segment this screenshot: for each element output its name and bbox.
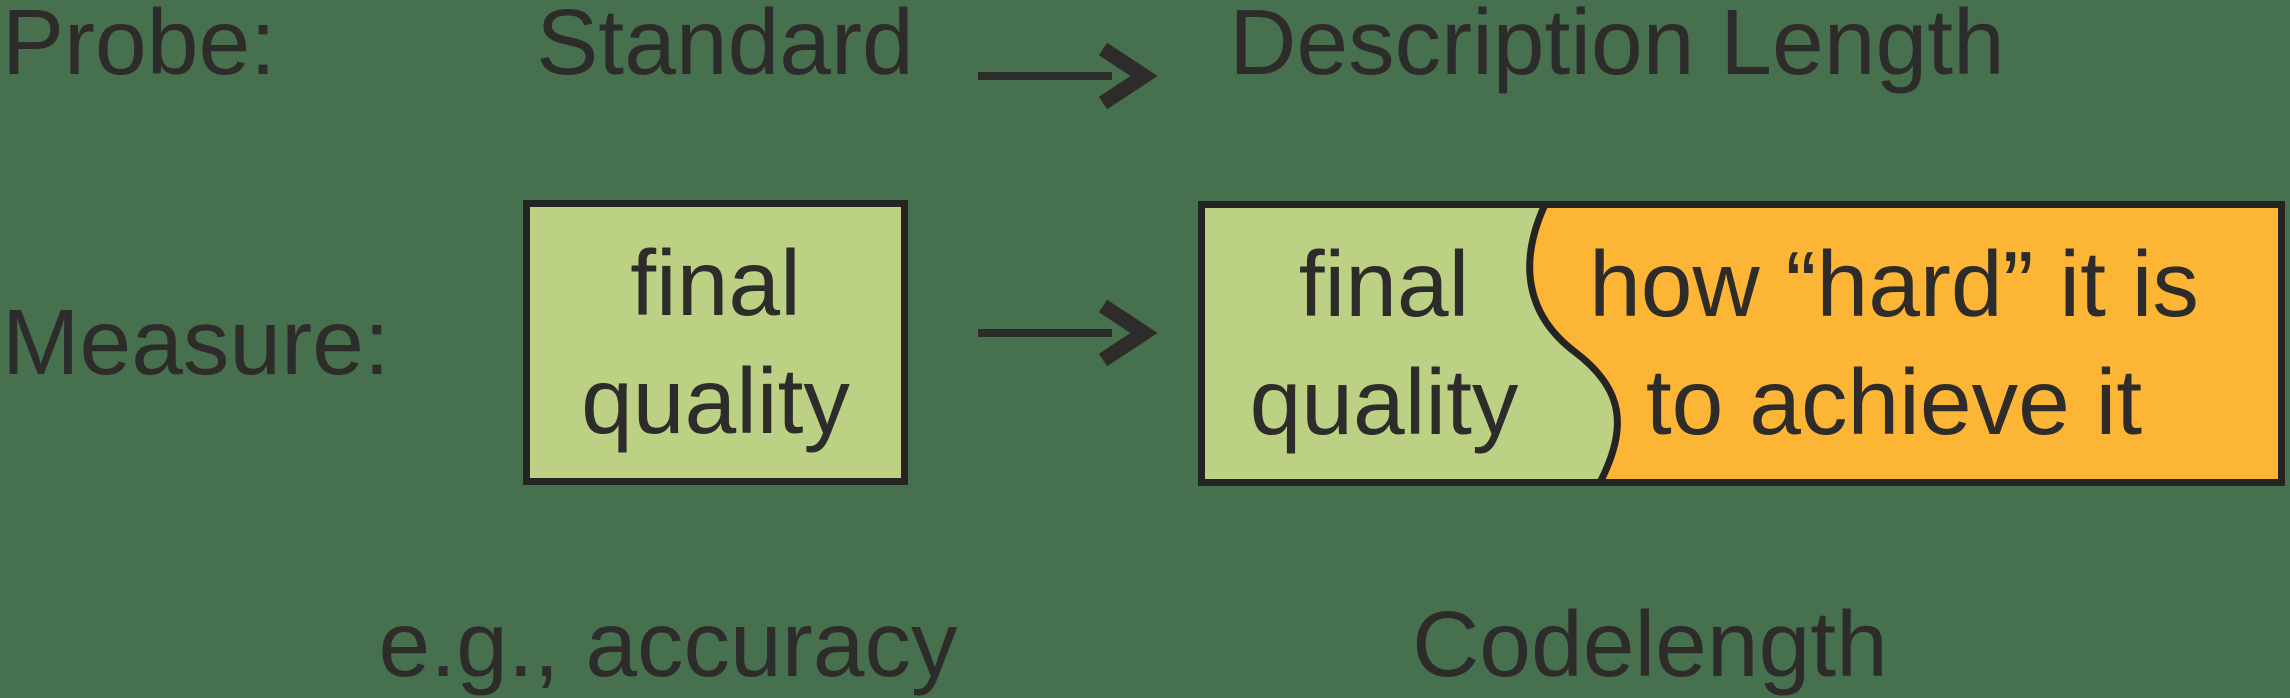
mdl-effort-region: how “hard” it is to achieve it [1570, 201, 2218, 486]
mdl-caption: Codelength [1412, 592, 1888, 696]
right-arrow-icon [978, 42, 1158, 110]
mdl-box-shape [1198, 201, 2285, 486]
mdl-quality-text: final quality [1250, 226, 1519, 460]
mdl-effort-text: how “hard” it is to achieve it [1589, 226, 2199, 460]
mdl-probe-label: Description Length [1229, 0, 2005, 94]
mdl-quality-line2: quality [1249, 349, 1519, 454]
measure-row-label: Measure: [2, 290, 390, 394]
right-arrow-icon [978, 299, 1158, 367]
mdl-quality-line1: final [1298, 232, 1470, 337]
mdl-quality-region: final quality [1198, 201, 1570, 486]
probe-row-label: Probe: [2, 0, 277, 94]
standard-measure-line1: final [630, 231, 801, 336]
mdl-measure-box: final quality how “hard” it is to achieve … [1198, 201, 2285, 486]
standard-measure-text: final quality [581, 225, 850, 459]
standard-measure-line2: quality [581, 348, 850, 453]
standard-probe-label: Standard [536, 0, 914, 94]
mdl-effort-line1: how “hard” it is [1589, 232, 2199, 337]
mdl-effort-line2: to achieve it [1645, 349, 2143, 454]
standard-caption: e.g., accuracy [378, 592, 958, 696]
standard-measure-box: final quality [523, 200, 908, 485]
